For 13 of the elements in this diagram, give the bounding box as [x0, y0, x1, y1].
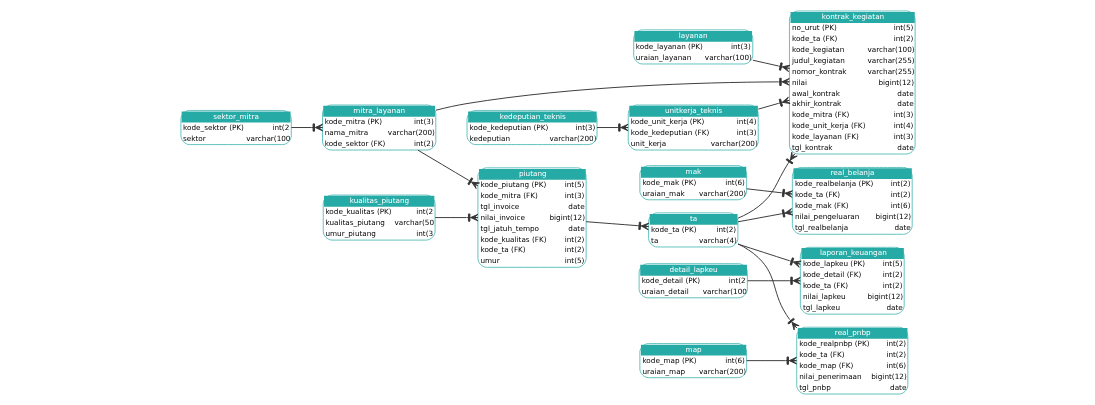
connector — [585, 221, 649, 231]
connector — [745, 356, 797, 365]
connector — [737, 243, 800, 331]
connector — [435, 77, 790, 111]
connector — [737, 151, 798, 219]
connector — [434, 213, 478, 222]
connector — [757, 96, 791, 110]
connector — [416, 149, 480, 190]
connector — [746, 276, 801, 285]
connector — [596, 123, 629, 132]
connector — [737, 208, 793, 223]
connector — [290, 123, 323, 132]
connector — [751, 59, 790, 73]
